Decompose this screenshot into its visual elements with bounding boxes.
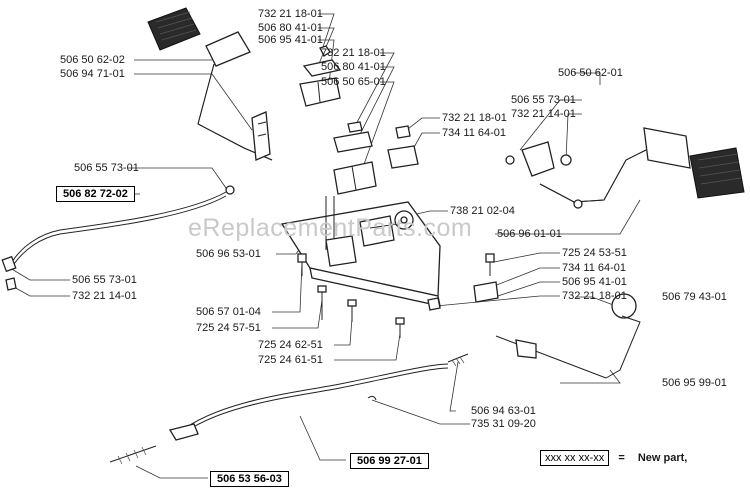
throttle-rod [495,293,641,379]
part-label: 506 50 62-02 [60,54,125,66]
part-label: 506 95 41-01 [562,276,627,288]
part-label: 734 11 64-01 [562,262,627,274]
part-label: 506 96 01-01 [497,228,562,240]
bolts [297,253,499,338]
legend-text: New part, [637,452,688,464]
part-label: 506 80 41-01 [321,61,386,73]
part-label: 735 31 09-20 [471,418,536,430]
part-label: 725 24 53-51 [562,247,627,259]
part-label: 725 24 57-51 [196,322,261,334]
leader-lines [9,13,641,479]
part-label: 506 95 41-01 [258,34,323,46]
upper-cable [1,185,235,291]
part-label: 506 95 99-01 [662,377,727,389]
part-label: 725 24 62-51 [258,339,323,351]
part-label: 506 55 73-01 [74,162,139,174]
new-part-label: 506 82 72-02 [56,186,135,202]
part-label: 506 55 73-01 [72,274,137,286]
part-label: 732 21 14-01 [72,290,137,302]
pedal-right [505,127,745,209]
new-part-label: 506 99 27-01 [350,453,429,469]
part-label: 506 96 53-01 [196,248,261,260]
part-label: 506 55 73-01 [511,94,576,106]
part-label: 732 21 14-01 [511,108,576,120]
watermark-text: eReplacementParts.com [188,214,473,242]
lower-cable [109,353,469,465]
part-label: 732 21 18-01 [442,112,507,124]
part-label: 738 21 02-04 [450,205,515,217]
legend-box-sample: xxx xx xx-xx [540,450,610,466]
part-label: 506 94 63-01 [471,405,536,417]
part-label: 506 94 71-01 [60,68,125,80]
part-label: 725 24 61-51 [258,354,323,366]
part-label: 506 57 01-04 [196,306,261,318]
part-label: 506 80 41-01 [258,22,323,34]
pedal-left [147,7,273,161]
part-label: 734 11 64-01 [442,127,507,139]
part-label: 506 50 62-01 [558,67,623,79]
legend: xxx xx xx-xx = New part, [540,450,688,466]
legend-equals: = [618,452,625,464]
part-label: 732 21 18-01 [258,8,323,20]
part-label: 506 50 65-01 [321,76,386,88]
part-label: 506 79 43-01 [662,291,727,303]
clamp-stack [299,45,419,195]
bracket-plate [280,196,441,307]
new-part-label: 506 53 56-03 [210,471,289,487]
part-label: 732 21 18-01 [562,290,627,302]
part-label: 732 21 18-01 [321,47,386,59]
